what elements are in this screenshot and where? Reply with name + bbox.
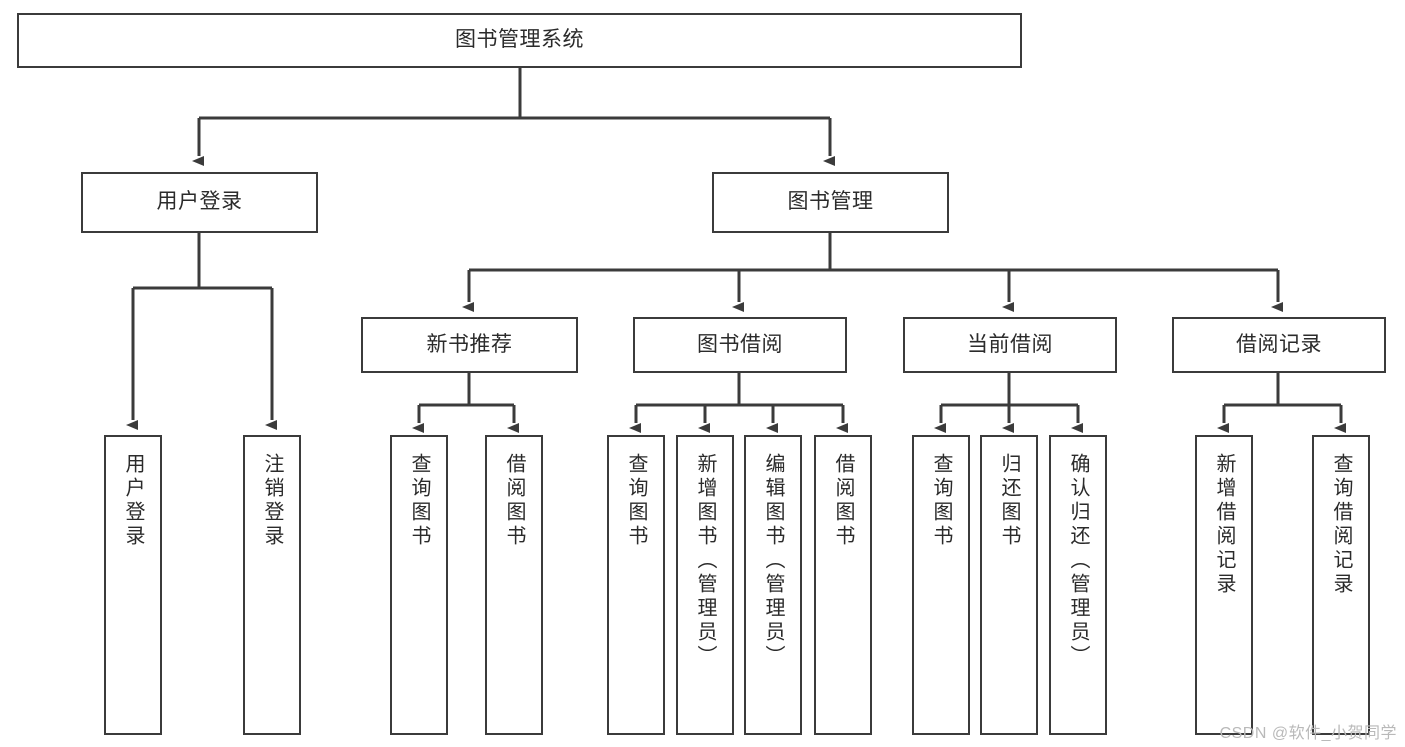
leaf-borrow-record-1[interactable]: 新增借阅记录 [1195, 435, 1253, 735]
node-borrow-record[interactable]: 借阅记录 [1172, 317, 1386, 373]
node-new-book-recommend-label: 新书推荐 [426, 332, 513, 356]
leaf-book-borrow-4-label: 借阅图书 [832, 453, 854, 549]
leaf-book-borrow-1-label: 查询图书 [625, 453, 647, 549]
leaf-new-book-2-label: 借阅图书 [503, 453, 525, 549]
leaf-current-borrow-3-label: 确认归还（管理员） [1067, 453, 1089, 669]
leaf-new-book-1-label: 查询图书 [408, 453, 430, 549]
leaf-book-borrow-3[interactable]: 编辑图书（管理员） [744, 435, 802, 735]
leaf-current-borrow-1[interactable]: 查询图书 [912, 435, 970, 735]
leaf-current-borrow-2-label: 归还图书 [998, 453, 1020, 549]
leaf-user-login-2-label: 注销登录 [261, 453, 283, 549]
node-user-login[interactable]: 用户登录 [81, 172, 318, 233]
leaf-new-book-1[interactable]: 查询图书 [390, 435, 448, 735]
node-new-book-recommend[interactable]: 新书推荐 [361, 317, 578, 373]
leaf-user-login-2[interactable]: 注销登录 [243, 435, 301, 735]
leaf-book-borrow-2[interactable]: 新增图书（管理员） [676, 435, 734, 735]
node-root-system-label: 图书管理系统 [455, 28, 584, 52]
leaf-borrow-record-2-label: 查询借阅记录 [1330, 453, 1352, 597]
leaf-user-login-1[interactable]: 用户登录 [104, 435, 162, 735]
node-current-borrow-label: 当前借阅 [967, 332, 1053, 356]
node-book-manage[interactable]: 图书管理 [712, 172, 949, 233]
leaf-current-borrow-1-label: 查询图书 [930, 453, 952, 549]
leaf-current-borrow-3[interactable]: 确认归还（管理员） [1049, 435, 1107, 735]
leaf-book-borrow-2-label: 新增图书（管理员） [694, 453, 716, 669]
leaf-book-borrow-3-label: 编辑图书（管理员） [762, 453, 784, 669]
leaf-book-borrow-4[interactable]: 借阅图书 [814, 435, 872, 735]
node-book-manage-label: 图书管理 [787, 190, 874, 214]
node-root-system[interactable]: 图书管理系统 [17, 13, 1022, 68]
leaf-new-book-2[interactable]: 借阅图书 [485, 435, 543, 735]
node-borrow-record-label: 借阅记录 [1236, 332, 1322, 356]
leaf-current-borrow-2[interactable]: 归还图书 [980, 435, 1038, 735]
leaf-user-login-1-label: 用户登录 [122, 453, 144, 549]
node-current-borrow[interactable]: 当前借阅 [903, 317, 1117, 373]
leaf-borrow-record-2[interactable]: 查询借阅记录 [1312, 435, 1370, 735]
leaf-book-borrow-1[interactable]: 查询图书 [607, 435, 665, 735]
node-book-borrow[interactable]: 图书借阅 [633, 317, 847, 373]
csdn-watermark: CSDN @软件_小贺同学 [1219, 725, 1397, 742]
node-book-borrow-label: 图书借阅 [697, 332, 783, 356]
node-user-login-label: 用户登录 [156, 190, 243, 214]
leaf-borrow-record-1-label: 新增借阅记录 [1213, 453, 1235, 597]
